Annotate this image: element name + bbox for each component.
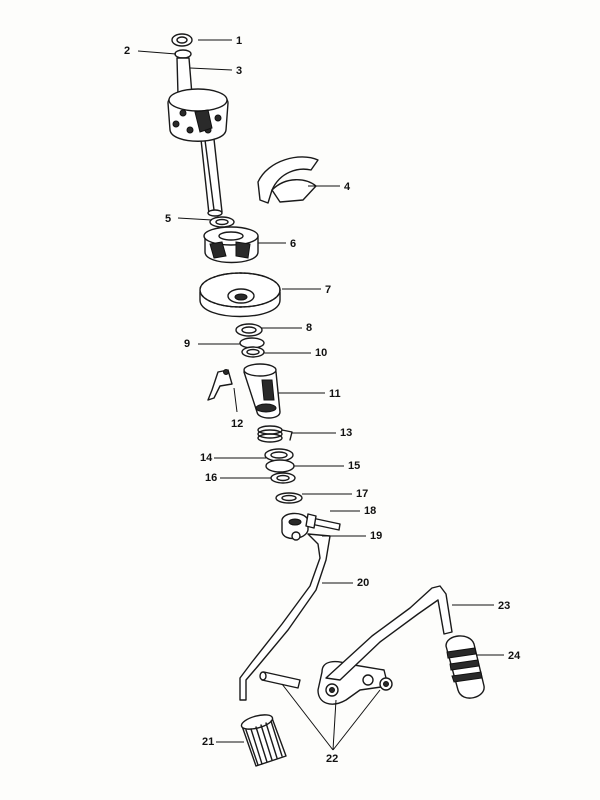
callout-label-15: 15 — [348, 460, 360, 472]
part-8-washer — [235, 323, 263, 337]
part-16-washer — [270, 472, 296, 484]
part-5-washer — [209, 216, 235, 228]
part-19-clamp — [281, 512, 309, 541]
callout-label-12: 12 — [231, 418, 243, 430]
part-18-bolt — [305, 513, 341, 531]
leader-line-12 — [233, 387, 238, 413]
callout-label-20: 20 — [357, 577, 369, 589]
part-4-spring-guide — [257, 156, 319, 204]
part-24-lever-rubber — [445, 635, 485, 699]
leader-line-22-3 — [332, 689, 381, 751]
part-10-washer — [241, 346, 265, 358]
part-1-circlip — [171, 33, 193, 47]
callout-label-6: 6 — [290, 238, 296, 250]
callout-label-1: 1 — [236, 35, 242, 47]
callout-label-10: 10 — [315, 347, 327, 359]
callout-label-14: 14 — [200, 452, 213, 464]
part-21-pedal-rubber — [240, 714, 287, 767]
callout-label-22: 22 — [326, 753, 338, 765]
callout-label-7: 7 — [325, 284, 331, 296]
part-11-spindle — [243, 363, 281, 419]
part-14-washer — [264, 448, 294, 462]
callout-label-3: 3 — [236, 65, 242, 77]
callout-label-23: 23 — [498, 600, 510, 612]
part-6-ratchet — [203, 226, 259, 264]
callout-label-21: 21 — [202, 736, 214, 748]
callout-label-11: 11 — [329, 388, 341, 400]
leader-line-5 — [177, 217, 213, 221]
part-22-nut — [379, 677, 393, 691]
callout-label-17: 17 — [356, 488, 368, 500]
part-15-spacer — [265, 459, 295, 473]
leader-line-3 — [189, 67, 233, 71]
callout-label-5: 5 — [165, 213, 171, 225]
part-2-washer — [174, 49, 192, 59]
part-3-shaft-hub — [167, 88, 229, 142]
part-12-guide-arm — [207, 369, 233, 401]
callout-label-16: 16 — [205, 472, 217, 484]
leader-line-22-1 — [281, 683, 334, 751]
callout-label-24: 24 — [508, 650, 521, 662]
part-17-circlip — [275, 492, 303, 504]
part-22-pivot-pin — [259, 671, 301, 689]
callout-label-8: 8 — [306, 322, 312, 334]
callout-leader-lines — [137, 39, 504, 751]
leader-line-2 — [137, 50, 177, 55]
callout-label-2: 2 — [124, 45, 130, 57]
part-13-spring — [257, 425, 293, 443]
callout-label-13: 13 — [340, 427, 352, 439]
part-20-kick-arm — [239, 533, 331, 701]
leader-line-22-2 — [332, 699, 337, 751]
callout-label-19: 19 — [370, 530, 382, 542]
part-7-kick-gear — [199, 272, 281, 318]
callout-label-9: 9 — [184, 338, 190, 350]
callout-label-4: 4 — [344, 181, 351, 193]
callout-label-18: 18 — [364, 505, 376, 517]
part-23-lever — [325, 585, 453, 681]
